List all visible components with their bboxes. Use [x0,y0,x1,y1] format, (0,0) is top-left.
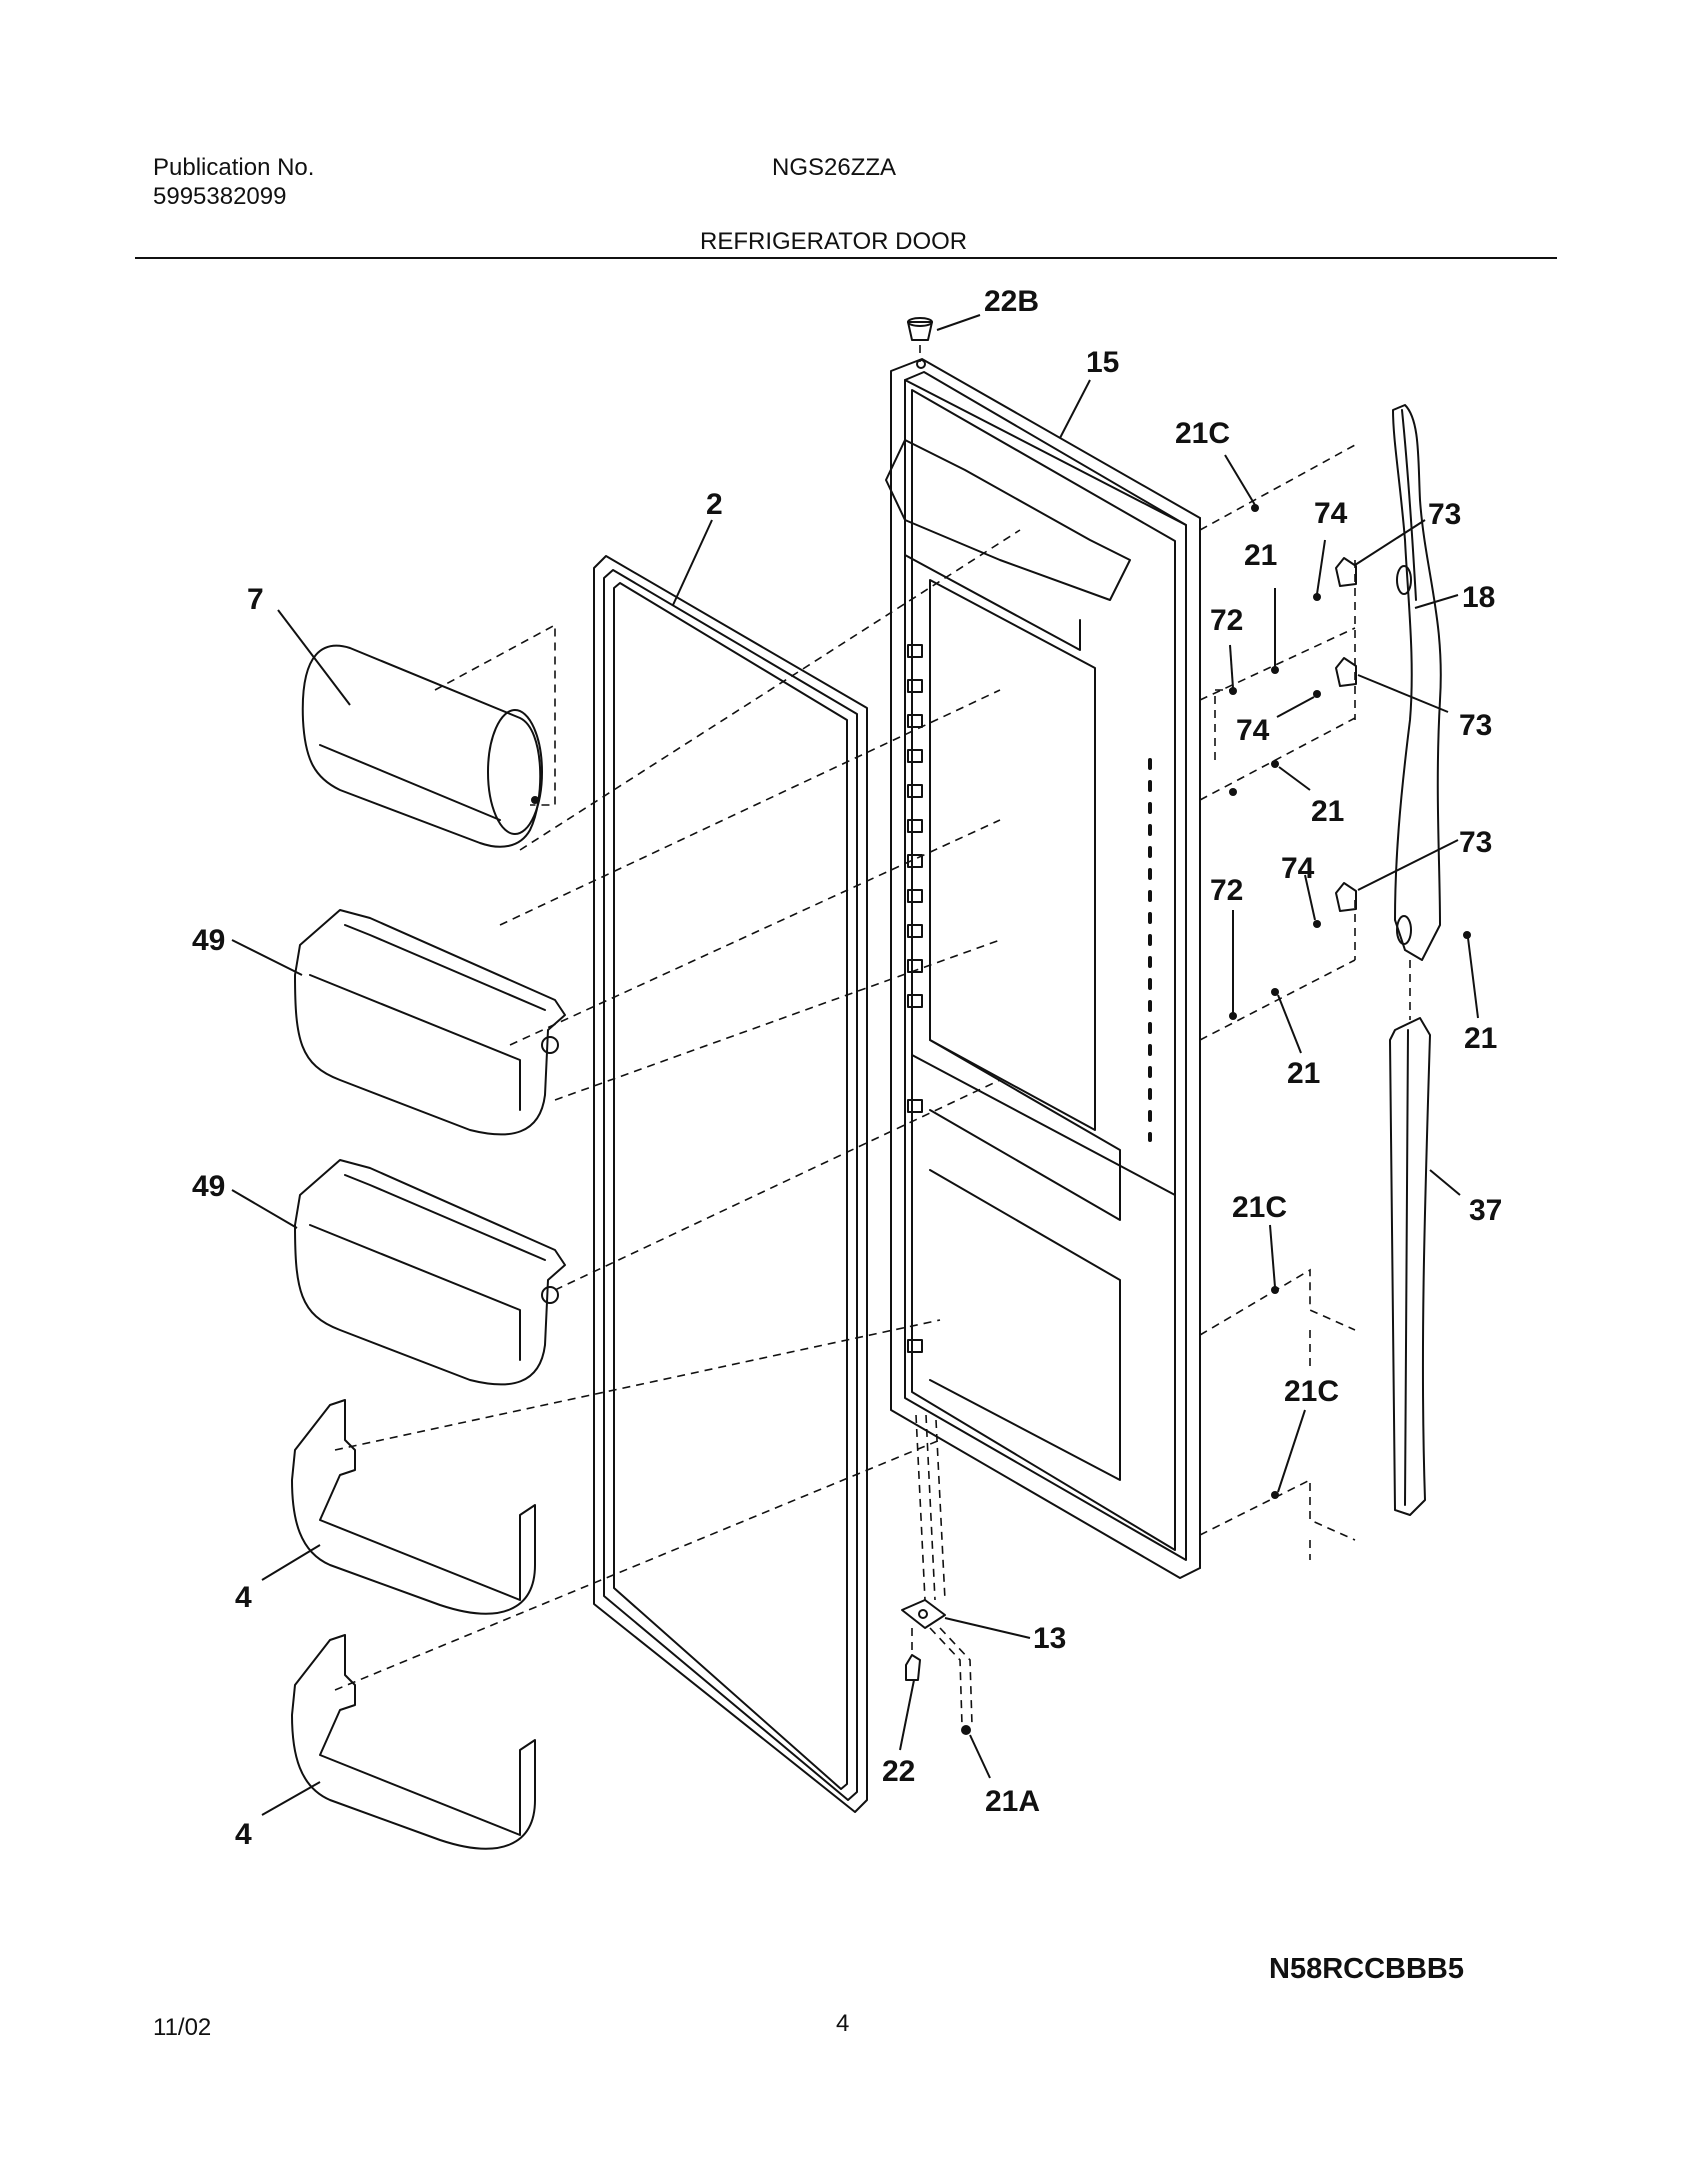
callout-72-a: 72 [1210,604,1243,637]
publication-date: 11/02 [153,2014,212,2041]
page-number: 4 [836,2010,850,2037]
reference-code: N58RCCBBB5 [1269,1953,1464,1985]
callout-73-c: 73 [1459,826,1492,859]
callout-21c-mid: 21C [1232,1191,1287,1224]
callout-21-a: 21 [1244,539,1277,572]
door-handle [1392,404,1442,961]
plug-22b [907,317,933,369]
callout-74-c: 74 [1281,852,1315,885]
callout-4-b: 4 [235,1818,252,1851]
door-bin-upper [294,909,566,1136]
callout-2: 2 [706,488,723,521]
callout-18: 18 [1462,581,1495,614]
callout-73-b: 73 [1459,709,1492,742]
leader-lines [231,314,1479,1816]
callout-13: 13 [1033,1622,1066,1655]
door-bin-lower [294,1159,566,1386]
door-rack-upper [291,1399,536,1615]
callout-37: 37 [1469,1194,1502,1227]
callout-21c-top: 21C [1175,417,1230,450]
callout-49-b: 49 [192,1170,225,1203]
hinge-and-bushing [901,1599,946,1681]
callout-4-a: 4 [235,1581,252,1614]
publication-label: Publication No. [153,154,315,181]
callout-21-c: 21 [1287,1057,1320,1090]
callout-49-a: 49 [192,924,225,957]
callout-22b: 22B [984,285,1039,318]
callout-21c-low: 21C [1284,1375,1339,1408]
callout-74-b: 74 [1236,714,1270,747]
model-number: NGS26ZZA [772,154,897,181]
fasteners [961,504,1471,1735]
handle-trim [1389,1017,1431,1516]
callout-21-d: 21 [1464,1022,1497,1055]
handle-clips [1335,557,1357,912]
door-rack-lower [291,1634,536,1850]
header-rule [135,257,1557,259]
callout-72-b: 72 [1210,874,1243,907]
section-title: REFRIGERATOR DOOR [700,228,968,255]
door-liner [885,358,1201,1579]
dairy-door [301,644,543,848]
publication-number: 5995382099 [153,183,287,210]
callout-7: 7 [247,583,264,616]
callout-22: 22 [882,1755,915,1788]
callout-73-a: 73 [1428,498,1461,531]
assembly-lines [334,345,1411,1726]
callout-21a: 21A [985,1785,1040,1818]
door-gasket [593,555,868,1813]
callout-21-b: 21 [1311,795,1344,828]
callout-74-a: 74 [1314,497,1348,530]
callout-15: 15 [1086,346,1119,379]
